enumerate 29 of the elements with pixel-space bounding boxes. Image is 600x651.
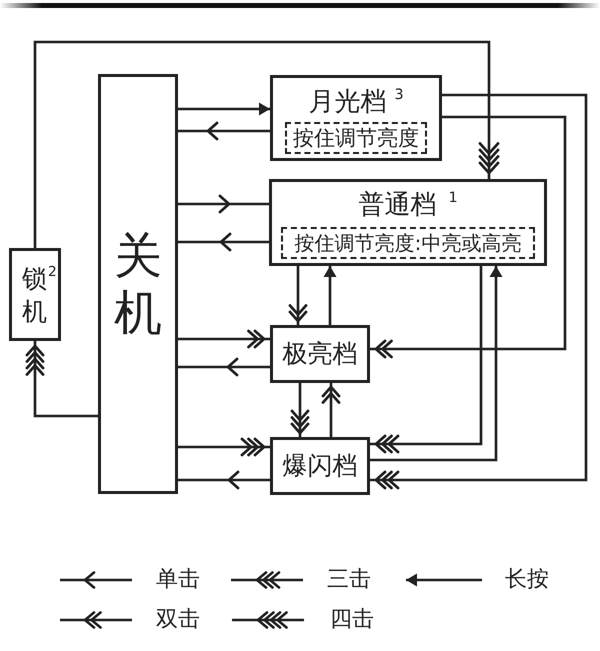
legend-label: 双击: [156, 607, 200, 633]
arrow: [370, 266, 502, 462]
state-label: 普通档$^{1}$: [358, 190, 458, 220]
hint-text: 按住调节亮度:中亮或高亮: [294, 230, 522, 256]
dashed-box: [285, 122, 427, 154]
state-box: [9, 248, 61, 341]
state-box: [98, 74, 178, 494]
state-label: 锁$^{2}$机: [22, 263, 58, 328]
arrow: [178, 470, 270, 490]
dashed-box: [281, 227, 535, 259]
state-box: [270, 325, 370, 383]
state-label: 关机: [113, 228, 163, 342]
arrow: [178, 122, 270, 140]
state-label: 月光档$^{3}$: [308, 87, 404, 117]
state-label: 极亮档: [282, 339, 358, 369]
legend-label: 四击: [330, 607, 374, 633]
arrow: [178, 358, 270, 376]
arrow: [178, 102, 270, 116]
hint-text: 按住调节亮度: [293, 125, 419, 151]
state-box: [270, 75, 442, 161]
arrow: [178, 232, 269, 252]
legend-label: 长按: [505, 567, 549, 593]
legend-label: 单击: [156, 567, 200, 593]
legend-label: 三击: [327, 567, 371, 593]
state-box: [269, 179, 547, 266]
state-box: [270, 437, 370, 495]
arrow: [324, 266, 336, 325]
arrow: [178, 194, 269, 214]
state-label: 爆闪档: [282, 451, 358, 481]
